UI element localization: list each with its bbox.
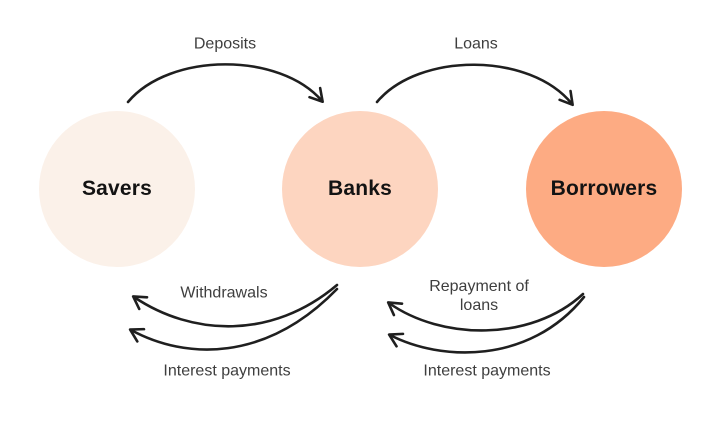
repayment-of-loans-arrow bbox=[386, 292, 585, 332]
borrowers-node-label: Borrowers bbox=[550, 177, 658, 200]
savers-node: Savers bbox=[39, 111, 195, 267]
banks-node: Banks bbox=[282, 111, 438, 267]
withdrawals-arrow bbox=[131, 283, 339, 328]
deposits-arrow bbox=[126, 63, 324, 104]
savers-node-label: Savers bbox=[81, 177, 153, 200]
banks-node-label: Banks bbox=[327, 177, 393, 200]
interest-payments-to-banks-label: Interest payments bbox=[423, 362, 551, 380]
loans-arrow bbox=[375, 63, 574, 107]
interest-payments-to-savers-arrow bbox=[128, 287, 339, 351]
deposits-label: Deposits bbox=[193, 35, 257, 53]
interest-payments-to-banks-arrow bbox=[387, 295, 586, 354]
borrowers-node: Borrowers bbox=[526, 111, 682, 267]
loans-label: Loans bbox=[454, 35, 498, 53]
withdrawals-label: Withdrawals bbox=[180, 284, 268, 302]
repayment-of-loans-label: Repayment of loans bbox=[429, 277, 529, 314]
interest-payments-to-savers-label: Interest payments bbox=[163, 362, 291, 380]
